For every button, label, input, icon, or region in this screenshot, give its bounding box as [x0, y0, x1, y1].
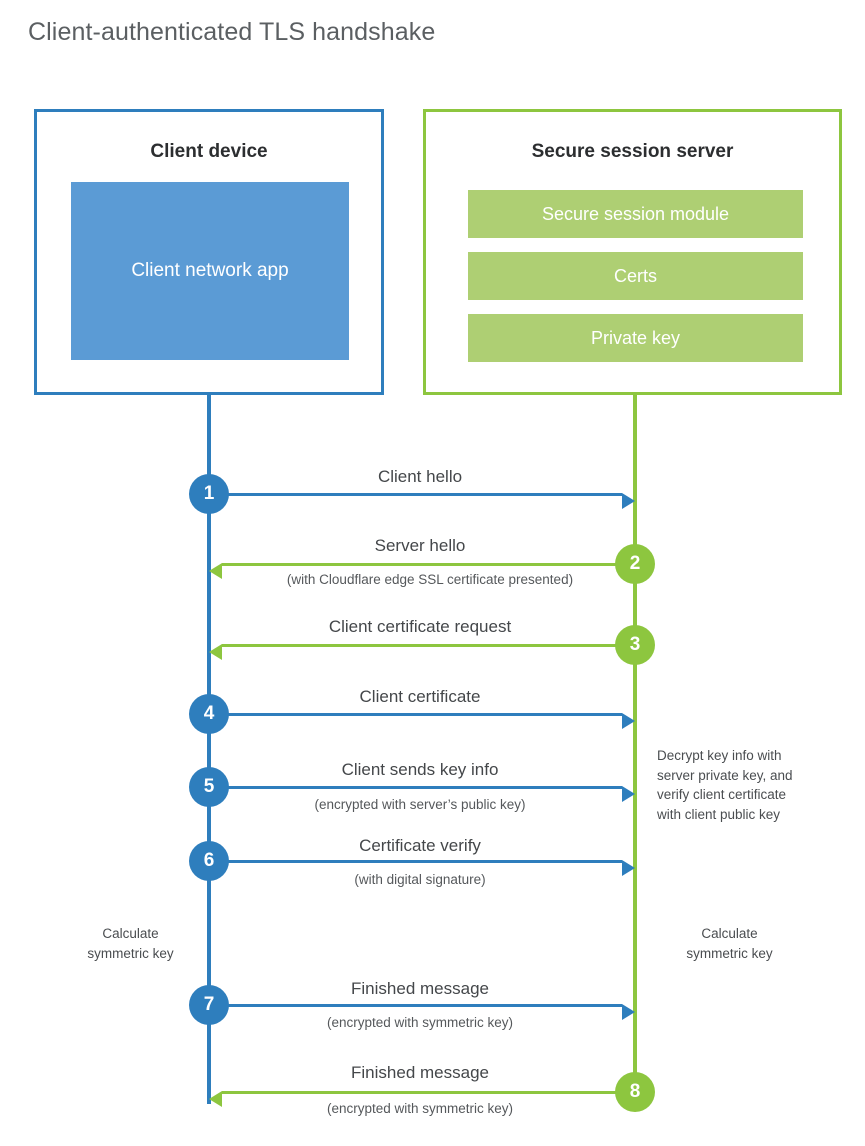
message-2-sublabel: (with Cloudflare edge SSL certificate pr… — [286, 572, 574, 587]
client-network-app-block: Client network app — [71, 182, 349, 360]
step-circle-3: 3 — [615, 625, 655, 665]
message-1-arrowhead-icon — [622, 493, 635, 509]
client-device-title: Client device — [150, 141, 268, 162]
server-item-secure-session-module: Secure session module — [468, 190, 803, 238]
message-6-sublabel: (with digital signature) — [354, 872, 486, 887]
message-2-arrowhead-icon — [209, 563, 222, 579]
message-4-label: Client certificate — [359, 687, 481, 706]
message-1-label: Client hello — [377, 467, 463, 486]
message-8-arrowhead-icon — [209, 1091, 222, 1107]
client-device-box: Client device Client network app — [34, 109, 384, 395]
message-8-line — [222, 1091, 635, 1094]
message-7-sublabel: (encrypted with symmetric key) — [326, 1015, 514, 1030]
server-item-certs: Certs — [468, 252, 803, 300]
secure-session-server-title: Secure session server — [531, 141, 734, 162]
message-1-line — [209, 493, 622, 496]
message-6-arrowhead-icon — [622, 860, 635, 876]
client-lifeline — [207, 394, 211, 1104]
message-3-label: Client certificate request — [328, 617, 512, 636]
message-6-line — [209, 860, 622, 863]
note-server-calculate-symmetric-key: Calculate symmetric key — [686, 926, 773, 961]
message-8-sublabel: (encrypted with symmetric key) — [326, 1101, 514, 1116]
message-2-label: Server hello — [374, 536, 466, 555]
message-7-label: Finished message — [351, 979, 489, 998]
message-7-arrowhead-icon — [622, 1004, 635, 1020]
message-5-label: Client sends key info — [341, 760, 499, 779]
page-title: Client-authenticated TLS handshake — [28, 18, 436, 46]
step-circle-8: 8 — [615, 1072, 655, 1112]
step-circle-5: 5 — [189, 767, 229, 807]
step-circle-6: 6 — [189, 841, 229, 881]
step-circle-1: 1 — [189, 474, 229, 514]
server-items-list: Secure session module Certs Private key — [468, 190, 803, 376]
message-3-arrowhead-icon — [209, 644, 222, 660]
server-lifeline — [633, 394, 637, 1094]
step-circle-4: 4 — [189, 694, 229, 734]
message-8-label: Finished message — [351, 1063, 489, 1082]
message-4-arrowhead-icon — [622, 713, 635, 729]
message-6-label: Certificate verify — [359, 836, 481, 855]
step-circle-7: 7 — [189, 985, 229, 1025]
secure-session-server-box: Secure session server Secure session mod… — [423, 109, 842, 395]
message-5-sublabel: (encrypted with server’s public key) — [314, 797, 526, 812]
message-5-line — [209, 786, 622, 789]
message-2-line — [222, 563, 635, 566]
message-3-line — [222, 644, 635, 647]
message-5-arrowhead-icon — [622, 786, 635, 802]
step-circle-2: 2 — [615, 544, 655, 584]
note-client-calculate-symmetric-key: Calculate symmetric key — [87, 926, 174, 961]
message-7-line — [209, 1004, 622, 1007]
message-4-line — [209, 713, 622, 716]
server-item-private-key: Private key — [468, 314, 803, 362]
note-server-decrypt: Decrypt key info with server private key… — [657, 748, 793, 822]
